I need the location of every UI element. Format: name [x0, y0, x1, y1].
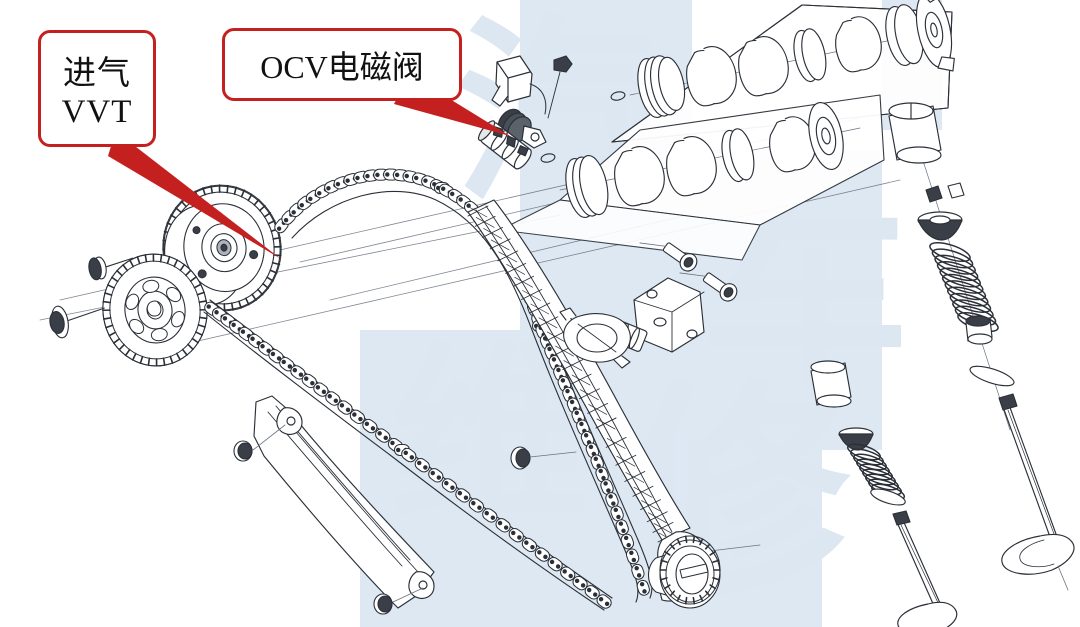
camshaft-exhaust — [629, 0, 955, 119]
tensioner-bolts — [639, 242, 738, 302]
valve-assembly-intake — [888, 102, 1075, 591]
cam-sensor — [547, 55, 573, 119]
crank-sprocket — [647, 535, 721, 609]
callout-intake-vvt[interactable]: 进气 VVT — [38, 30, 156, 147]
valve-assembly-exhaust — [810, 360, 958, 627]
valve-exhaust — [892, 510, 958, 627]
valve-lifter-2 — [810, 360, 852, 408]
camshaft-intake — [559, 102, 861, 219]
spring-seat — [969, 365, 1015, 387]
callout-intake-vvt-line2: VVT — [61, 94, 133, 130]
spring-retainer-2 — [838, 427, 874, 451]
valve-spring — [929, 241, 999, 333]
valve-keepers — [925, 182, 965, 203]
callout-intake-vvt-text: 进气 VVT — [62, 46, 133, 131]
chain-guide-rail — [253, 395, 435, 609]
chain-tensioner-arm — [467, 199, 761, 602]
cam-end-flange — [915, 0, 955, 72]
watermark-block — [692, 450, 822, 627]
callout-ocv-solenoid[interactable]: OCV电磁阀 — [222, 28, 462, 101]
valve-stem-seal — [965, 315, 993, 345]
spring-retainer — [917, 211, 963, 241]
exhaust-cam-sprocket — [102, 253, 208, 367]
camshaft-bolts — [49, 256, 134, 339]
callout-intake-vvt-line1: 进气 — [62, 56, 131, 92]
valve-intake — [998, 393, 1075, 591]
tensioner-pivot-bolt — [510, 446, 577, 470]
valve-spring-2 — [846, 443, 906, 501]
tensioner-gasket — [559, 307, 631, 369]
valve-lifter — [888, 102, 942, 164]
callout-ocv-solenoid-text: OCV电磁阀 — [260, 48, 424, 85]
spring-seat-2 — [870, 488, 906, 506]
guide-rail-bolts — [233, 424, 424, 615]
ocv-solenoid-valve — [477, 55, 547, 170]
